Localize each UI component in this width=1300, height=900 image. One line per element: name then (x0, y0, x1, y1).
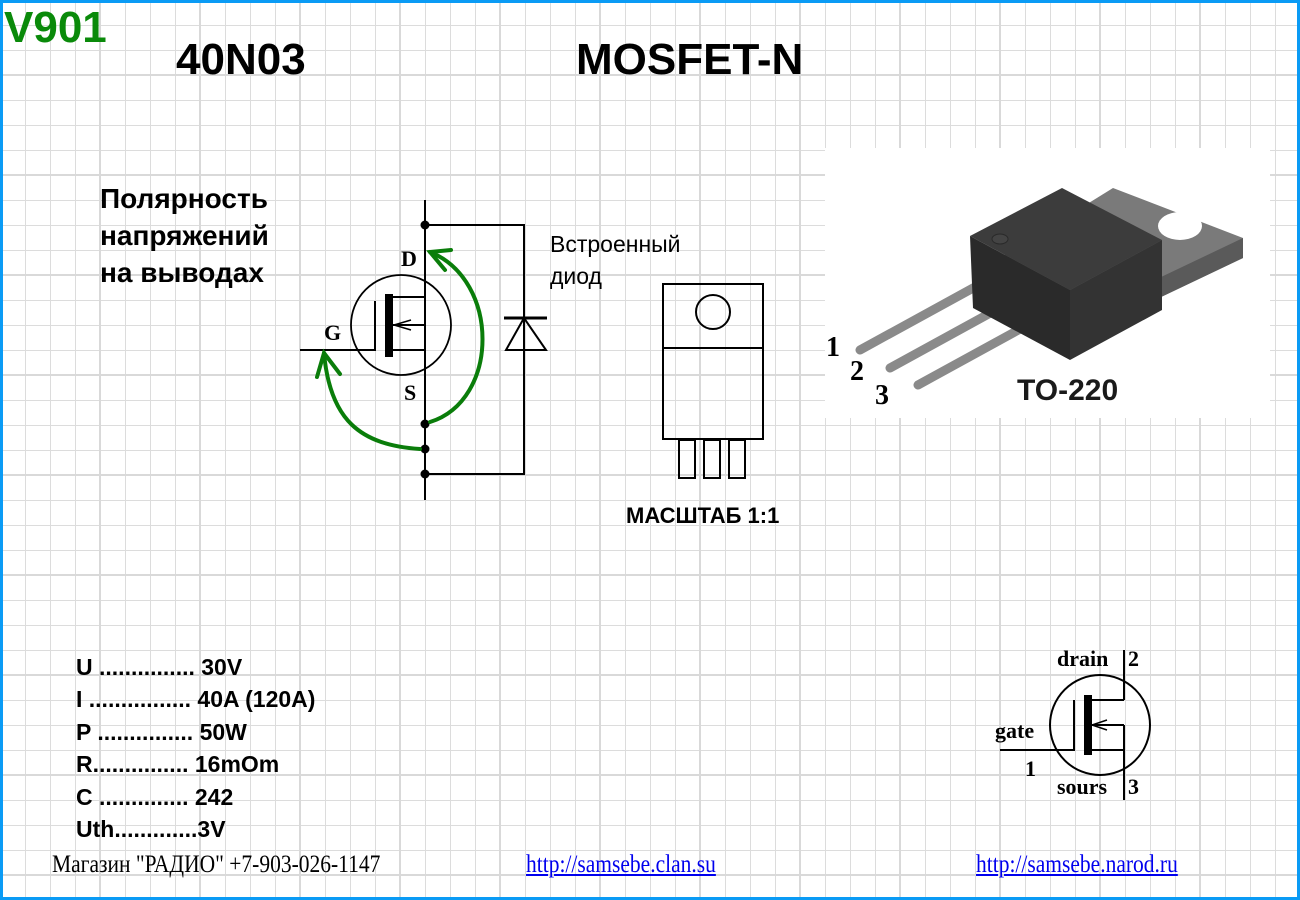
site-link-narod[interactable]: http://samsebe.narod.ru (976, 851, 1178, 878)
spec-row: R............... 16mOm (76, 751, 280, 778)
gate-wire (300, 301, 376, 351)
spec-list: U ............... 30V I ................… (76, 651, 315, 845)
gate-arrowhead-icon (315, 348, 342, 379)
channel-arrow (391, 319, 412, 331)
body-side (1070, 240, 1162, 360)
symbol-source-label: sours (1057, 774, 1108, 799)
drain-polarity-arrow (428, 250, 485, 424)
package-image (825, 148, 1270, 418)
polarity-title-line: напряжений (100, 220, 269, 251)
package-pin-1: 1 (826, 332, 840, 363)
package-pin-2: 2 (850, 356, 864, 387)
to220-3d-icon (855, 188, 1243, 390)
shop-info: Магазин "РАДИО" +7-903-026-1147 (52, 851, 381, 878)
junction-dot (420, 469, 430, 479)
outline-mount-hole (695, 294, 731, 330)
diode-label: Встроенный диод (550, 228, 681, 292)
junction-dot (420, 220, 430, 230)
package-name: TO-220 (1017, 374, 1119, 407)
device-type: MOSFET-N (576, 35, 804, 84)
symbol-gate-pin: 1 (1025, 756, 1036, 781)
spec-row: P ............... 50W (76, 718, 247, 745)
symbol-source-pin: 3 (1128, 774, 1139, 799)
spec-row: U ............... 30V (76, 654, 243, 680)
diode-label-line: диод (550, 263, 602, 289)
pin1-marker (991, 233, 1009, 245)
drain-arrowhead-icon (426, 248, 453, 272)
polarity-title-line: Полярность (100, 183, 268, 214)
catalog-code: V901 (4, 3, 107, 52)
body-front (970, 236, 1070, 360)
scale-label: МАСШТАБ 1:1 (626, 503, 780, 528)
polarity-title-line: на выводах (100, 257, 264, 288)
body-top (970, 188, 1162, 290)
diode-triangle-icon (504, 316, 548, 351)
spec-row: C .............. 242 (76, 783, 234, 810)
diode-label-line: Встроенный (550, 231, 681, 257)
outline-pin (678, 439, 696, 479)
polarity-title: Полярность напряжений на выводах (100, 180, 269, 291)
junction-dot (420, 444, 430, 454)
tab-hole (1158, 212, 1202, 240)
outline-body (662, 283, 764, 440)
symbol-drain-label: drain (1057, 646, 1109, 671)
pin-label-gate: G (324, 320, 342, 345)
spec-row: I ................ 40A (120A) (76, 686, 316, 713)
outline-pin (728, 439, 746, 479)
gate-polarity-arrow (322, 351, 422, 451)
mosfet-circle (350, 274, 452, 376)
symbol-circle (1049, 674, 1151, 776)
spec-row: Uth.............3V (76, 816, 226, 843)
junction-dot (420, 419, 430, 429)
part-number: 40N03 (176, 35, 306, 84)
site-link-clan[interactable]: http://samsebe.clan.su (526, 851, 716, 878)
pin-label-drain: D (401, 246, 417, 271)
symbol-drain-pin: 2 (1128, 646, 1139, 671)
mosfet-channel-bar (385, 294, 393, 357)
package-pin-3: 3 (875, 380, 889, 411)
pin-label-source: S (404, 380, 417, 405)
symbol-gate-label: gate (995, 718, 1035, 743)
symbol-gate-wire (1000, 700, 1075, 751)
outline-pin (703, 439, 721, 479)
symbol-channel-bar (1084, 695, 1092, 755)
